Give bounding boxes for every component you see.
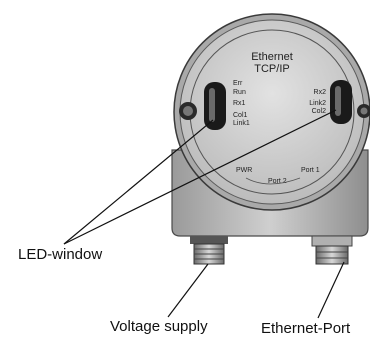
led-label-col2: Col2 <box>312 108 327 115</box>
ethernet-port-callout: Ethernet-Port <box>261 320 351 337</box>
led-label-run: Run <box>233 89 246 96</box>
ethernet-leader <box>317 261 345 319</box>
led-label-err: Err <box>233 80 243 87</box>
led-leader-right <box>63 109 337 245</box>
port2-label: Port 2 <box>268 178 287 185</box>
led-label-col1: Col1 <box>233 112 248 119</box>
led-window-callout: LED-window <box>18 246 103 263</box>
mounting-screw-left <box>179 102 197 120</box>
led-window-left <box>204 82 226 130</box>
led-leader-left <box>63 119 214 245</box>
ethernet-port-connector <box>311 235 353 265</box>
led-label-link1: Link1 <box>233 120 250 127</box>
title-line-1: Ethernet <box>251 51 293 63</box>
port1-label: Port 1 <box>301 167 320 174</box>
title-line-2: TCP/IP <box>254 63 289 75</box>
led-label-rx2: Rx2 <box>314 89 327 96</box>
mounting-screw-right <box>357 104 370 118</box>
pwr-label: PWR <box>236 167 252 174</box>
voltage-supply-connector <box>190 236 228 265</box>
led-window-right <box>330 80 352 124</box>
led-label-link2: Link2 <box>309 100 326 107</box>
voltage-leader <box>167 263 209 318</box>
led-label-rx1: Rx1 <box>233 100 246 107</box>
voltage-supply-callout: Voltage supply <box>110 318 208 335</box>
leader-lines <box>63 109 345 319</box>
